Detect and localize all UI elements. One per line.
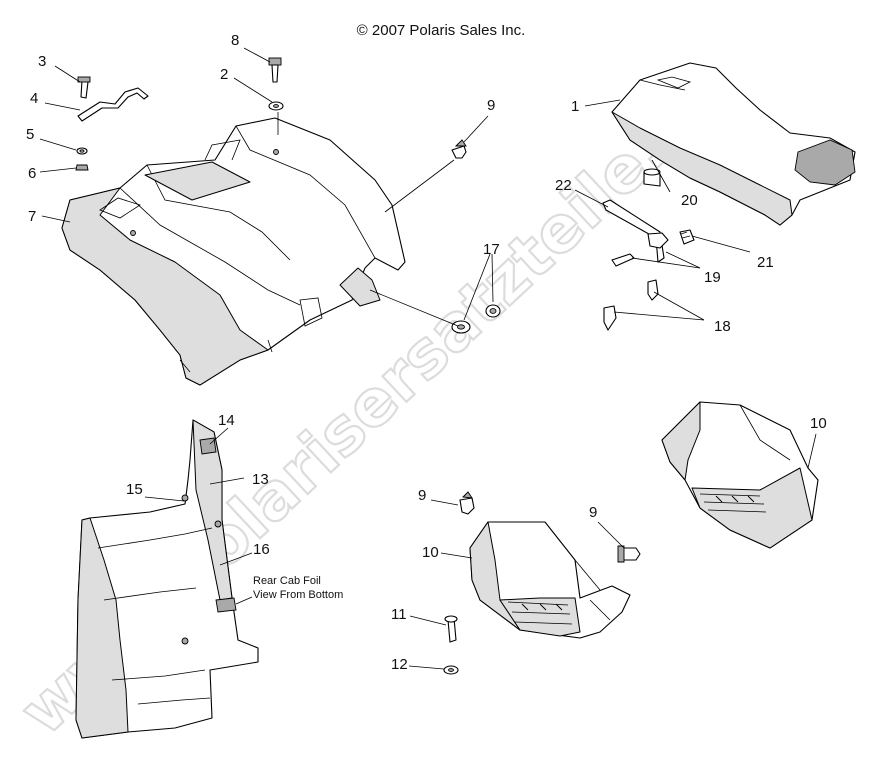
footwell-right-part [661,401,819,549]
callout-5: 5 [26,126,35,143]
callout-18: 18 [714,318,731,335]
leader-lines [39,47,817,670]
callout-8: 8 [231,32,240,49]
callout-10-right: 10 [810,415,827,432]
footwell-center-part [443,491,641,675]
hardware-left [75,57,501,334]
callout-14: 14 [218,412,235,429]
callout-17: 17 [483,241,500,258]
callout-16: 16 [253,541,270,558]
callout-9-upper: 9 [487,97,496,114]
seat-latch-parts [602,199,695,331]
caption-line-1: Rear Cab Foil [253,575,321,587]
callout-9-center: 9 [418,487,427,504]
callout-4: 4 [30,90,39,107]
callout-22: 22 [555,177,572,194]
callout-9-right: 9 [589,504,598,521]
callout-13: 13 [252,471,269,488]
callout-11: 11 [391,606,407,623]
callout-1: 1 [571,98,580,115]
callout-3: 3 [38,53,47,70]
callout-2: 2 [220,66,229,83]
copyright-text: © 2007 Polaris Sales Inc. [356,22,526,39]
callout-7: 7 [28,208,37,225]
callout-15: 15 [126,481,143,498]
callout-19: 19 [704,269,721,286]
callout-12: 12 [391,656,408,673]
caption-line-2: View From Bottom [253,589,344,601]
callout-21: 21 [757,254,774,271]
rear-cab-foil-caption: Rear Cab Foil View From Bottom [253,574,343,602]
callout-6: 6 [28,165,37,182]
seat-part [611,62,856,226]
callout-20: 20 [681,192,698,209]
rear-cab-part [61,117,406,386]
callout-10-center: 10 [422,544,439,561]
